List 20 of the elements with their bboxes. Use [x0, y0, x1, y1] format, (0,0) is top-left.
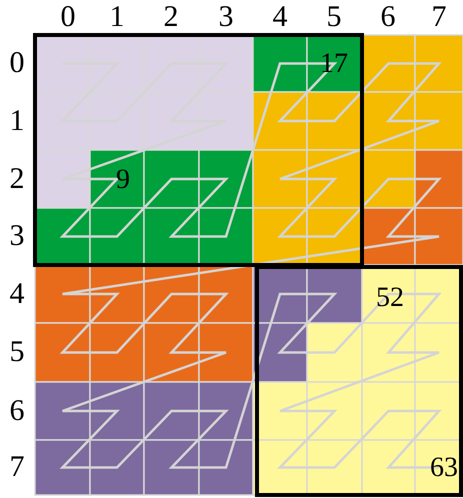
- row-number: 3: [10, 221, 24, 251]
- column-number: 0: [60, 2, 76, 32]
- index-number: 17: [320, 50, 348, 78]
- column-number: 5: [326, 2, 342, 32]
- row-number: 4: [10, 279, 24, 309]
- column-number: 2: [164, 2, 178, 32]
- column-number: 6: [380, 2, 396, 32]
- index-number: 9: [116, 166, 130, 194]
- column-number: 7: [432, 2, 446, 32]
- column-number: 1: [110, 2, 124, 32]
- row-number: 7: [10, 452, 24, 482]
- column-number: 4: [272, 2, 288, 32]
- row-number: 2: [10, 164, 24, 194]
- row-number: 6: [10, 396, 24, 426]
- row-number: 0: [10, 48, 24, 78]
- column-number: 3: [218, 2, 234, 32]
- row-number: 1: [10, 106, 24, 136]
- index-number: 52: [376, 284, 404, 312]
- index-number: 63: [430, 454, 458, 482]
- row-number: 5: [10, 337, 24, 367]
